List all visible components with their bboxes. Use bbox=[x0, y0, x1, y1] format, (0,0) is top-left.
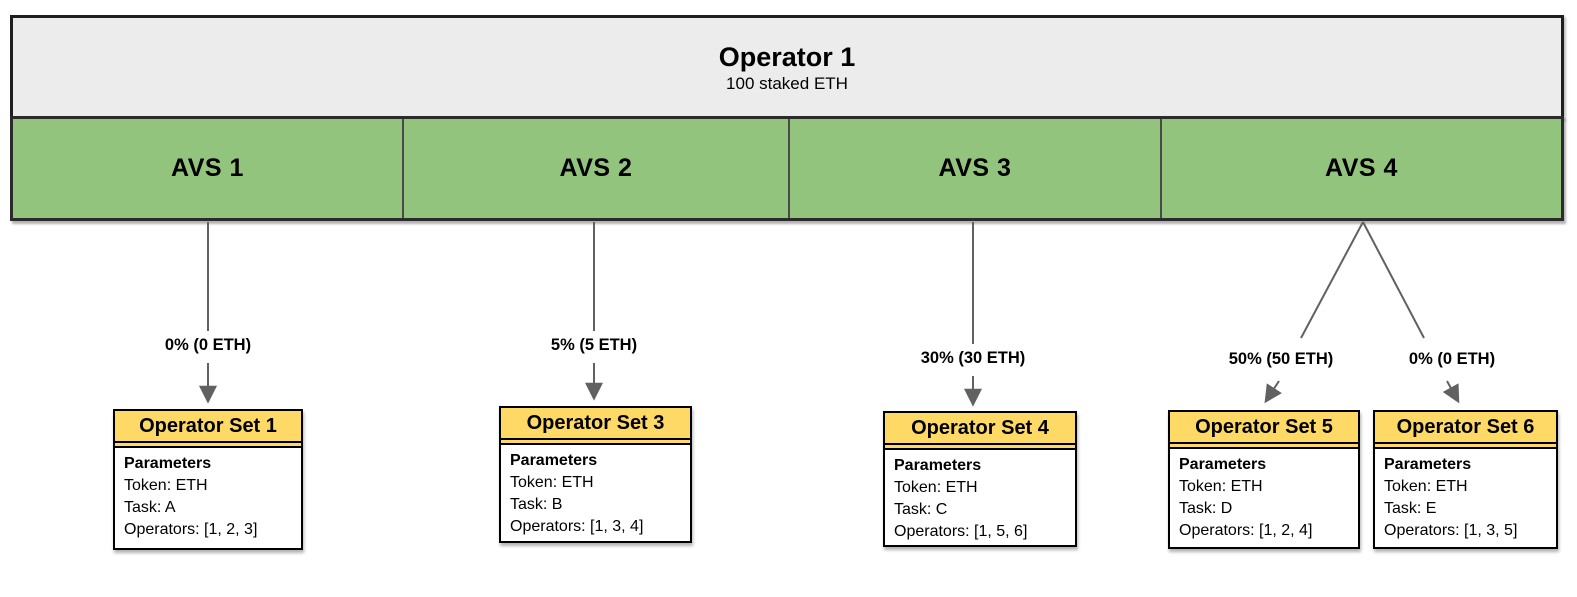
operator-set-1-card: Operator Set 1 Parameters Token: ETH Tas… bbox=[113, 409, 303, 550]
operator-set-3-card: Operator Set 3 Parameters Token: ETH Tas… bbox=[499, 406, 692, 543]
operator-set-4-title: Operator Set 4 bbox=[885, 413, 1075, 445]
operator-subtitle: 100 staked ETH bbox=[726, 73, 848, 93]
param-token: Token: ETH bbox=[1384, 478, 1468, 495]
avs-label-3: AVS 3 bbox=[938, 154, 1012, 182]
operator-title: Operator 1 bbox=[718, 41, 856, 72]
param-token: Token: ETH bbox=[894, 479, 978, 496]
allocation-label-avs1-set1: 0% (0 ETH) bbox=[164, 336, 252, 354]
operator-set-3-header-strip bbox=[501, 440, 690, 445]
param-token: Token: ETH bbox=[124, 477, 208, 494]
operator-set-4-header-strip bbox=[885, 445, 1075, 450]
operator-box: Operator 1 100 staked ETH bbox=[10, 15, 1564, 119]
operator-set-5-card: Operator Set 5 Parameters Token: ETH Tas… bbox=[1168, 410, 1360, 549]
avs-label-4: AVS 4 bbox=[1325, 154, 1398, 182]
param-task: Task: C bbox=[894, 501, 948, 518]
param-token: Token: ETH bbox=[1179, 478, 1263, 495]
operator-set-6-body: Parameters Token: ETH Task: E Operators:… bbox=[1375, 449, 1556, 542]
operator-set-6-title: Operator Set 6 bbox=[1375, 412, 1556, 444]
param-task: Task: A bbox=[124, 499, 176, 516]
param-heading: Parameters bbox=[894, 457, 982, 474]
param-heading: Parameters bbox=[1179, 456, 1267, 473]
param-operators: Operators: [1, 3, 4] bbox=[510, 518, 644, 535]
operator-set-1-title: Operator Set 1 bbox=[115, 411, 301, 443]
operator-set-1-header-strip bbox=[115, 443, 301, 448]
param-task: Task: D bbox=[1179, 500, 1233, 517]
param-operators: Operators: [1, 2, 4] bbox=[1179, 522, 1313, 539]
allocation-label-avs3-set4: 30% (30 ETH) bbox=[920, 349, 1026, 367]
param-task: Task: E bbox=[1384, 500, 1437, 517]
operator-set-4-card: Operator Set 4 Parameters Token: ETH Tas… bbox=[883, 411, 1077, 547]
param-heading: Parameters bbox=[1384, 456, 1472, 473]
param-heading: Parameters bbox=[510, 452, 598, 469]
operator-set-6-header-strip bbox=[1375, 444, 1556, 449]
operator-set-6-card: Operator Set 6 Parameters Token: ETH Tas… bbox=[1373, 410, 1558, 549]
arrow-avs4-set6-lower bbox=[1442, 380, 1460, 404]
param-operators: Operators: [1, 5, 6] bbox=[894, 523, 1028, 540]
arrow-avs4-set5-lower bbox=[1264, 380, 1282, 404]
operator-set-5-title: Operator Set 5 bbox=[1170, 412, 1358, 444]
avs-segment-2: AVS 2 bbox=[402, 119, 788, 218]
operator-set-4-body: Parameters Token: ETH Task: C Operators:… bbox=[885, 450, 1075, 543]
arrow-avs4-set5-upper bbox=[1300, 221, 1364, 339]
allocation-label-avs2-set3: 5% (5 ETH) bbox=[550, 336, 638, 354]
arrow-avs4-set6-upper bbox=[1362, 221, 1425, 339]
operator-set-5-header-strip bbox=[1170, 444, 1358, 449]
avs-label-2: AVS 2 bbox=[559, 154, 633, 182]
param-heading: Parameters bbox=[124, 455, 212, 472]
avs-segment-4: AVS 4 bbox=[1160, 119, 1561, 218]
operator-set-3-body: Parameters Token: ETH Task: B Operators:… bbox=[501, 445, 690, 538]
param-token: Token: ETH bbox=[510, 474, 594, 491]
param-task: Task: B bbox=[510, 496, 563, 513]
avs-label-1: AVS 1 bbox=[171, 154, 244, 182]
avs-segment-1: AVS 1 bbox=[13, 119, 402, 218]
operator-set-5-body: Parameters Token: ETH Task: D Operators:… bbox=[1170, 449, 1358, 542]
param-operators: Operators: [1, 2, 3] bbox=[124, 521, 258, 538]
operator-set-3-title: Operator Set 3 bbox=[501, 408, 690, 440]
allocation-label-avs4-set5: 50% (50 ETH) bbox=[1228, 350, 1334, 368]
allocation-label-avs4-set6: 0% (0 ETH) bbox=[1408, 350, 1496, 368]
avs-segment-3: AVS 3 bbox=[788, 119, 1160, 218]
operator-set-1-body: Parameters Token: ETH Task: A Operators:… bbox=[115, 448, 301, 541]
param-operators: Operators: [1, 3, 5] bbox=[1384, 522, 1518, 539]
avs-bar: AVS 1 AVS 2 AVS 3 AVS 4 bbox=[10, 116, 1564, 221]
